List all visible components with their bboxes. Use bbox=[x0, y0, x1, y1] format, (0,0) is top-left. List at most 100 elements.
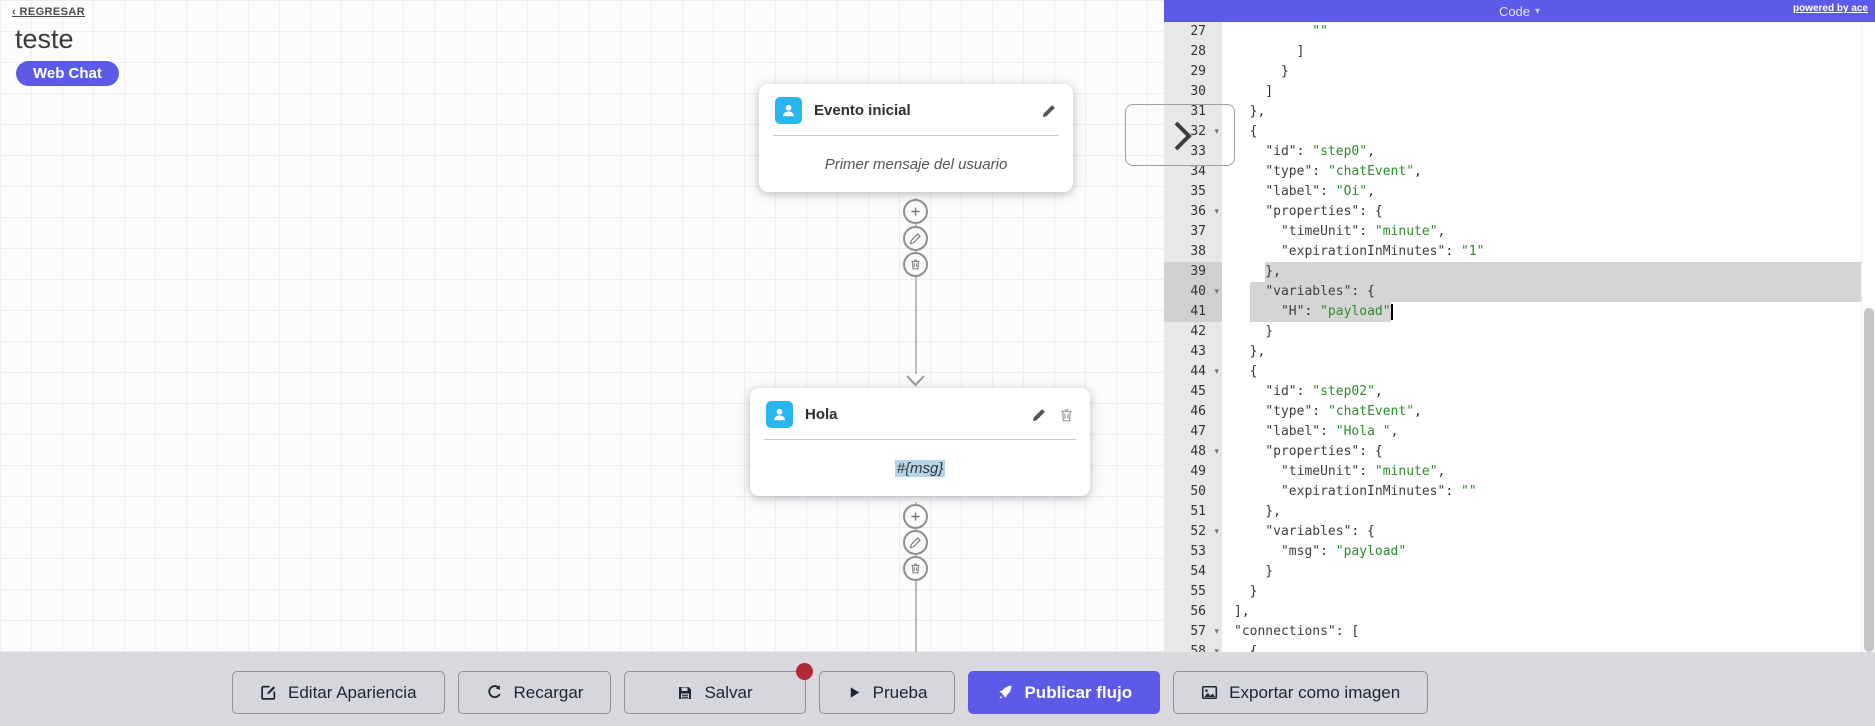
code-line-51[interactable]: }, bbox=[1234, 504, 1281, 519]
powered-by-ace-link[interactable]: powered by ace bbox=[1792, 3, 1868, 14]
code-line-49[interactable]: "timeUnit": "minute", bbox=[1280, 464, 1446, 479]
gutter-line-51[interactable]: 51 bbox=[1190, 504, 1206, 519]
fold-caret-icon[interactable]: ▾ bbox=[1214, 207, 1219, 217]
code-line-31[interactable]: }, bbox=[1234, 104, 1266, 119]
code-line-40[interactable]: "variables": { bbox=[1234, 282, 1861, 302]
vertical-scrollbar[interactable] bbox=[1861, 22, 1875, 652]
code-line-41[interactable]: "H": "payload" bbox=[1234, 302, 1861, 322]
code-mode-dropdown[interactable]: Code bbox=[1498, 3, 1531, 19]
fold-caret-icon[interactable]: ▾ bbox=[1214, 367, 1219, 377]
code-line-55[interactable]: } bbox=[1234, 584, 1258, 599]
collapse-panel-button[interactable] bbox=[1125, 104, 1235, 166]
gutter-line-42[interactable]: 42 bbox=[1190, 324, 1206, 339]
gutter-line-29[interactable]: 29 bbox=[1190, 64, 1206, 79]
test-button[interactable]: Prueba bbox=[818, 671, 956, 714]
delete-node-button[interactable] bbox=[1059, 407, 1074, 423]
gutter-line-41[interactable]: 41 bbox=[1164, 302, 1222, 322]
delete-connection-button[interactable] bbox=[903, 252, 928, 277]
gutter-line-50[interactable]: 50 bbox=[1190, 484, 1206, 499]
code-line-32[interactable]: { bbox=[1234, 124, 1258, 139]
gutter-line-36[interactable]: 36▾ bbox=[1164, 202, 1222, 222]
node-hola[interactable]: Hola #{msg} bbox=[750, 388, 1090, 496]
code-line-34[interactable]: "type": "chatEvent", bbox=[1265, 164, 1422, 179]
gutter-line-28[interactable]: 28 bbox=[1190, 44, 1206, 59]
code-line-50[interactable]: "expirationInMinutes": "" bbox=[1280, 484, 1477, 499]
code-panel-header[interactable]: Code ▾ powered by ace bbox=[1164, 0, 1875, 22]
gutter-line-37[interactable]: 37 bbox=[1190, 224, 1206, 239]
code-line-33[interactable]: "id": "step0", bbox=[1265, 144, 1375, 159]
fold-caret-icon[interactable]: ▾ bbox=[1214, 527, 1219, 537]
fold-caret-icon[interactable]: ▾ bbox=[1214, 447, 1219, 457]
edit-appearance-button[interactable]: Editar Apariencia bbox=[232, 671, 445, 714]
code-line-38[interactable]: "expirationInMinutes": "1" bbox=[1280, 244, 1485, 259]
gutter-line-35[interactable]: 35 bbox=[1190, 184, 1206, 199]
code-line-35[interactable]: "label": "Oi", bbox=[1265, 184, 1375, 199]
code-line-42[interactable]: } bbox=[1234, 324, 1274, 339]
gutter-line-47[interactable]: 47 bbox=[1190, 424, 1206, 439]
code-line-28[interactable]: ] bbox=[1234, 44, 1305, 59]
edit-connection-button[interactable] bbox=[903, 530, 928, 555]
flow-canvas[interactable]: ‹ REGRESAR teste Web Chat Evento inicial… bbox=[0, 0, 1164, 652]
code-line-46[interactable]: "type": "chatEvent", bbox=[1265, 404, 1422, 419]
fold-caret-icon[interactable]: ▾ bbox=[1214, 127, 1219, 137]
code-line-43[interactable]: }, bbox=[1234, 344, 1266, 359]
edit-connection-button[interactable] bbox=[903, 226, 928, 251]
code-line-58[interactable]: { bbox=[1234, 644, 1258, 652]
gutter-line-44[interactable]: 44▾ bbox=[1164, 362, 1222, 382]
gutter-line-55[interactable]: 55 bbox=[1190, 584, 1206, 599]
code-line-57[interactable]: "connections": [ bbox=[1234, 624, 1360, 639]
reload-button[interactable]: Recargar bbox=[457, 671, 612, 714]
export-image-button[interactable]: Exportar como imagen bbox=[1173, 671, 1429, 714]
add-step-button[interactable] bbox=[903, 199, 928, 224]
gutter-line-54[interactable]: 54 bbox=[1190, 564, 1206, 579]
gutter-line-31[interactable]: 31 bbox=[1190, 104, 1206, 119]
gutter-line-53[interactable]: 53 bbox=[1190, 544, 1206, 559]
code-line-36[interactable]: "properties": { bbox=[1265, 204, 1383, 219]
code-line-52[interactable]: "variables": { bbox=[1265, 524, 1375, 539]
gutter-line-58[interactable]: 58▾ bbox=[1164, 642, 1222, 652]
edit-node-button[interactable] bbox=[1041, 103, 1057, 119]
code-line-45[interactable]: "id": "step02", bbox=[1265, 384, 1383, 399]
delete-connection-button[interactable] bbox=[903, 556, 928, 581]
gutter-line-32[interactable]: 32▾ bbox=[1164, 122, 1222, 142]
gutter-line-33[interactable]: 33 bbox=[1190, 144, 1206, 159]
gutter-line-38[interactable]: 38 bbox=[1190, 244, 1206, 259]
scrollbar-thumb[interactable] bbox=[1864, 308, 1874, 652]
fold-caret-icon[interactable]: ▾ bbox=[1214, 627, 1219, 637]
gutter-line-45[interactable]: 45 bbox=[1190, 384, 1206, 399]
back-link[interactable]: ‹ REGRESAR bbox=[12, 6, 86, 18]
code-lines[interactable]: "" ] } ] }, { "id": "step0", "type": "ch… bbox=[1222, 22, 1861, 652]
gutter-line-57[interactable]: 57▾ bbox=[1164, 622, 1222, 642]
gutter-line-27[interactable]: 27 bbox=[1190, 24, 1206, 39]
code-line-56[interactable]: ], bbox=[1234, 604, 1250, 619]
gutter-line-30[interactable]: 30 bbox=[1190, 84, 1206, 99]
code-line-39[interactable]: }, bbox=[1234, 262, 1861, 282]
code-line-29[interactable]: } bbox=[1234, 64, 1289, 79]
fold-caret-icon[interactable]: ▾ bbox=[1214, 287, 1219, 297]
code-line-44[interactable]: { bbox=[1234, 364, 1258, 379]
save-button[interactable]: Salvar bbox=[624, 663, 813, 714]
gutter-line-46[interactable]: 46 bbox=[1190, 404, 1206, 419]
add-step-button[interactable] bbox=[903, 504, 928, 529]
code-line-54[interactable]: } bbox=[1234, 564, 1274, 579]
gutter-line-48[interactable]: 48▾ bbox=[1164, 442, 1222, 462]
edit-node-button[interactable] bbox=[1031, 407, 1047, 423]
gutter-line-52[interactable]: 52▾ bbox=[1164, 522, 1222, 542]
gutter-line-56[interactable]: 56 bbox=[1190, 604, 1206, 619]
code-line-47[interactable]: "label": "Hola ", bbox=[1265, 424, 1399, 439]
code-line-48[interactable]: "properties": { bbox=[1265, 444, 1383, 459]
gutter-line-43[interactable]: 43 bbox=[1190, 344, 1206, 359]
code-line-37[interactable]: "timeUnit": "minute", bbox=[1280, 224, 1446, 239]
gutter-line-39[interactable]: 39 bbox=[1164, 262, 1222, 282]
gutter-line-34[interactable]: 34 bbox=[1190, 164, 1206, 179]
code-line-30[interactable]: ] bbox=[1234, 84, 1274, 99]
gutter-line-49[interactable]: 49 bbox=[1190, 464, 1206, 479]
fold-caret-icon[interactable]: ▾ bbox=[1214, 647, 1219, 652]
code-line-27[interactable]: "" bbox=[1312, 24, 1328, 39]
code-line-53[interactable]: "msg": "payload" bbox=[1280, 544, 1407, 559]
node-start-event[interactable]: Evento inicial Primer mensaje del usuari… bbox=[759, 84, 1073, 192]
publish-flow-button[interactable]: Publicar flujo bbox=[968, 671, 1161, 714]
gutter-line-40[interactable]: 40▾ bbox=[1164, 282, 1222, 302]
